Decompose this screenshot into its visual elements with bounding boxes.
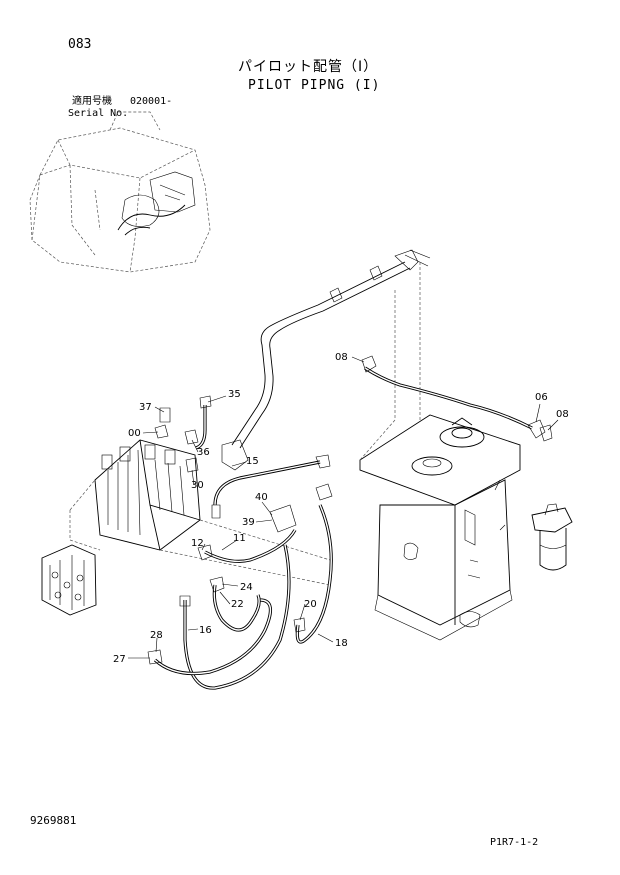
callout-12: 12 [191, 538, 204, 549]
document-number: 9269881 [30, 814, 77, 827]
machine-overview-sketch [29, 111, 211, 273]
hydraulic-tank [359, 262, 521, 641]
page-number: 083 [68, 37, 92, 52]
pilot-hoses [153, 366, 533, 690]
callout-30: 30 [191, 480, 204, 491]
callout-18: 18 [335, 638, 348, 649]
callout-28: 28 [150, 630, 163, 641]
pilot-pipe-upper [221, 249, 431, 471]
serial-number: 020001- [130, 96, 173, 107]
callout-08-right: 08 [556, 409, 569, 420]
callout-24: 24 [240, 582, 253, 593]
callout-00: 00 [128, 428, 141, 439]
control-valve [69, 439, 331, 586]
serial-label-english: Serial No. [68, 108, 129, 119]
callout-39: 39 [242, 517, 255, 528]
serial-label-japanese: 適用号機 [72, 96, 112, 107]
leader-lines [128, 356, 559, 659]
callout-27: 27 [113, 654, 126, 665]
callout-11: 11 [233, 533, 246, 544]
callout-20: 20 [304, 599, 317, 610]
callout-numbers: 08 06 08 37 35 00 36 15 30 40 39 12 11 2… [113, 352, 569, 665]
hose-fittings [147, 355, 553, 665]
callout-08-upper: 08 [335, 352, 348, 363]
callout-37: 37 [139, 402, 152, 413]
callout-40: 40 [255, 492, 268, 503]
callout-16: 16 [199, 625, 212, 636]
callout-22: 22 [231, 599, 244, 610]
pilot-filter [531, 503, 573, 571]
callout-35: 35 [228, 389, 241, 400]
title-japanese: パイロット配管（Ⅰ） [238, 59, 379, 75]
page-reference: P1R7-1-2 [490, 837, 539, 848]
callout-36: 36 [197, 447, 210, 458]
valve-detail-inset [41, 544, 97, 616]
title-english: PILOT PIPNG (I) [248, 78, 381, 93]
callout-15: 15 [246, 456, 259, 467]
callout-06: 06 [535, 392, 548, 403]
